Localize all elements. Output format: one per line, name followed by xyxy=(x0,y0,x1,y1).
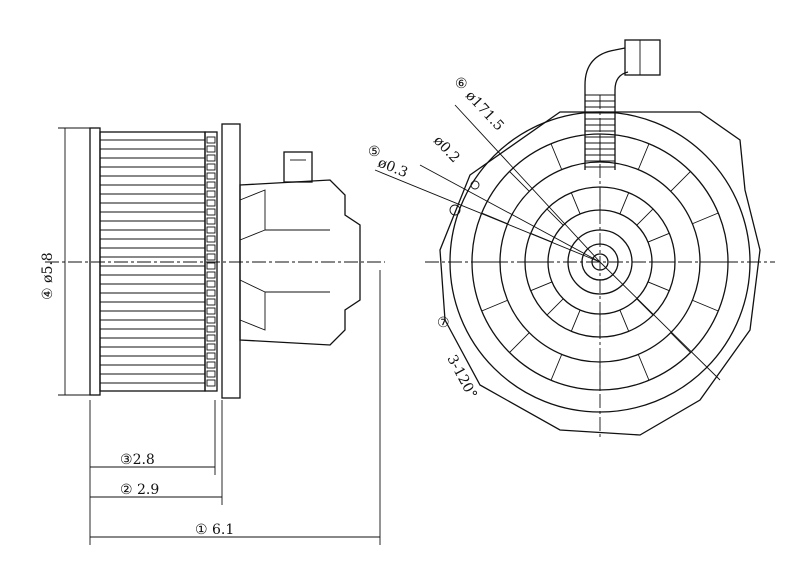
overall-length-label: ① 6.1 xyxy=(195,522,234,538)
connector xyxy=(283,151,313,183)
wheel-depth-label: ③2.8 xyxy=(120,452,155,468)
hose-connector xyxy=(624,39,661,76)
bolt-circle-callout: ⑥ xyxy=(455,76,468,92)
wheel-diameter-label: ④ ø5.8 xyxy=(40,252,56,300)
hole-b-label: ø0.2 xyxy=(430,133,463,166)
motor-body xyxy=(239,179,361,346)
flange-depth-label: ② 2.9 xyxy=(120,482,159,498)
housing-outline xyxy=(439,111,761,436)
leaders xyxy=(374,104,721,381)
hole-a-callout: ⑤ xyxy=(368,144,381,160)
front-view: ø171.5 ⑥ ø0.2 ⑤ ø0.3 ⑦ 3-120° xyxy=(368,39,775,440)
side-view: ④ ø5.8 ③2.8 ② 2.9 ① 6.1 xyxy=(40,123,385,545)
bolt-circle-label: ø171.5 xyxy=(462,88,507,134)
mount-pattern-label: 3-120° xyxy=(443,352,479,401)
fan-wheel xyxy=(89,127,218,396)
mounting-flange xyxy=(221,123,241,399)
mount-pattern-callout: ⑦ xyxy=(437,315,450,331)
dimension-lines xyxy=(58,127,381,545)
drain-hose xyxy=(584,47,629,170)
